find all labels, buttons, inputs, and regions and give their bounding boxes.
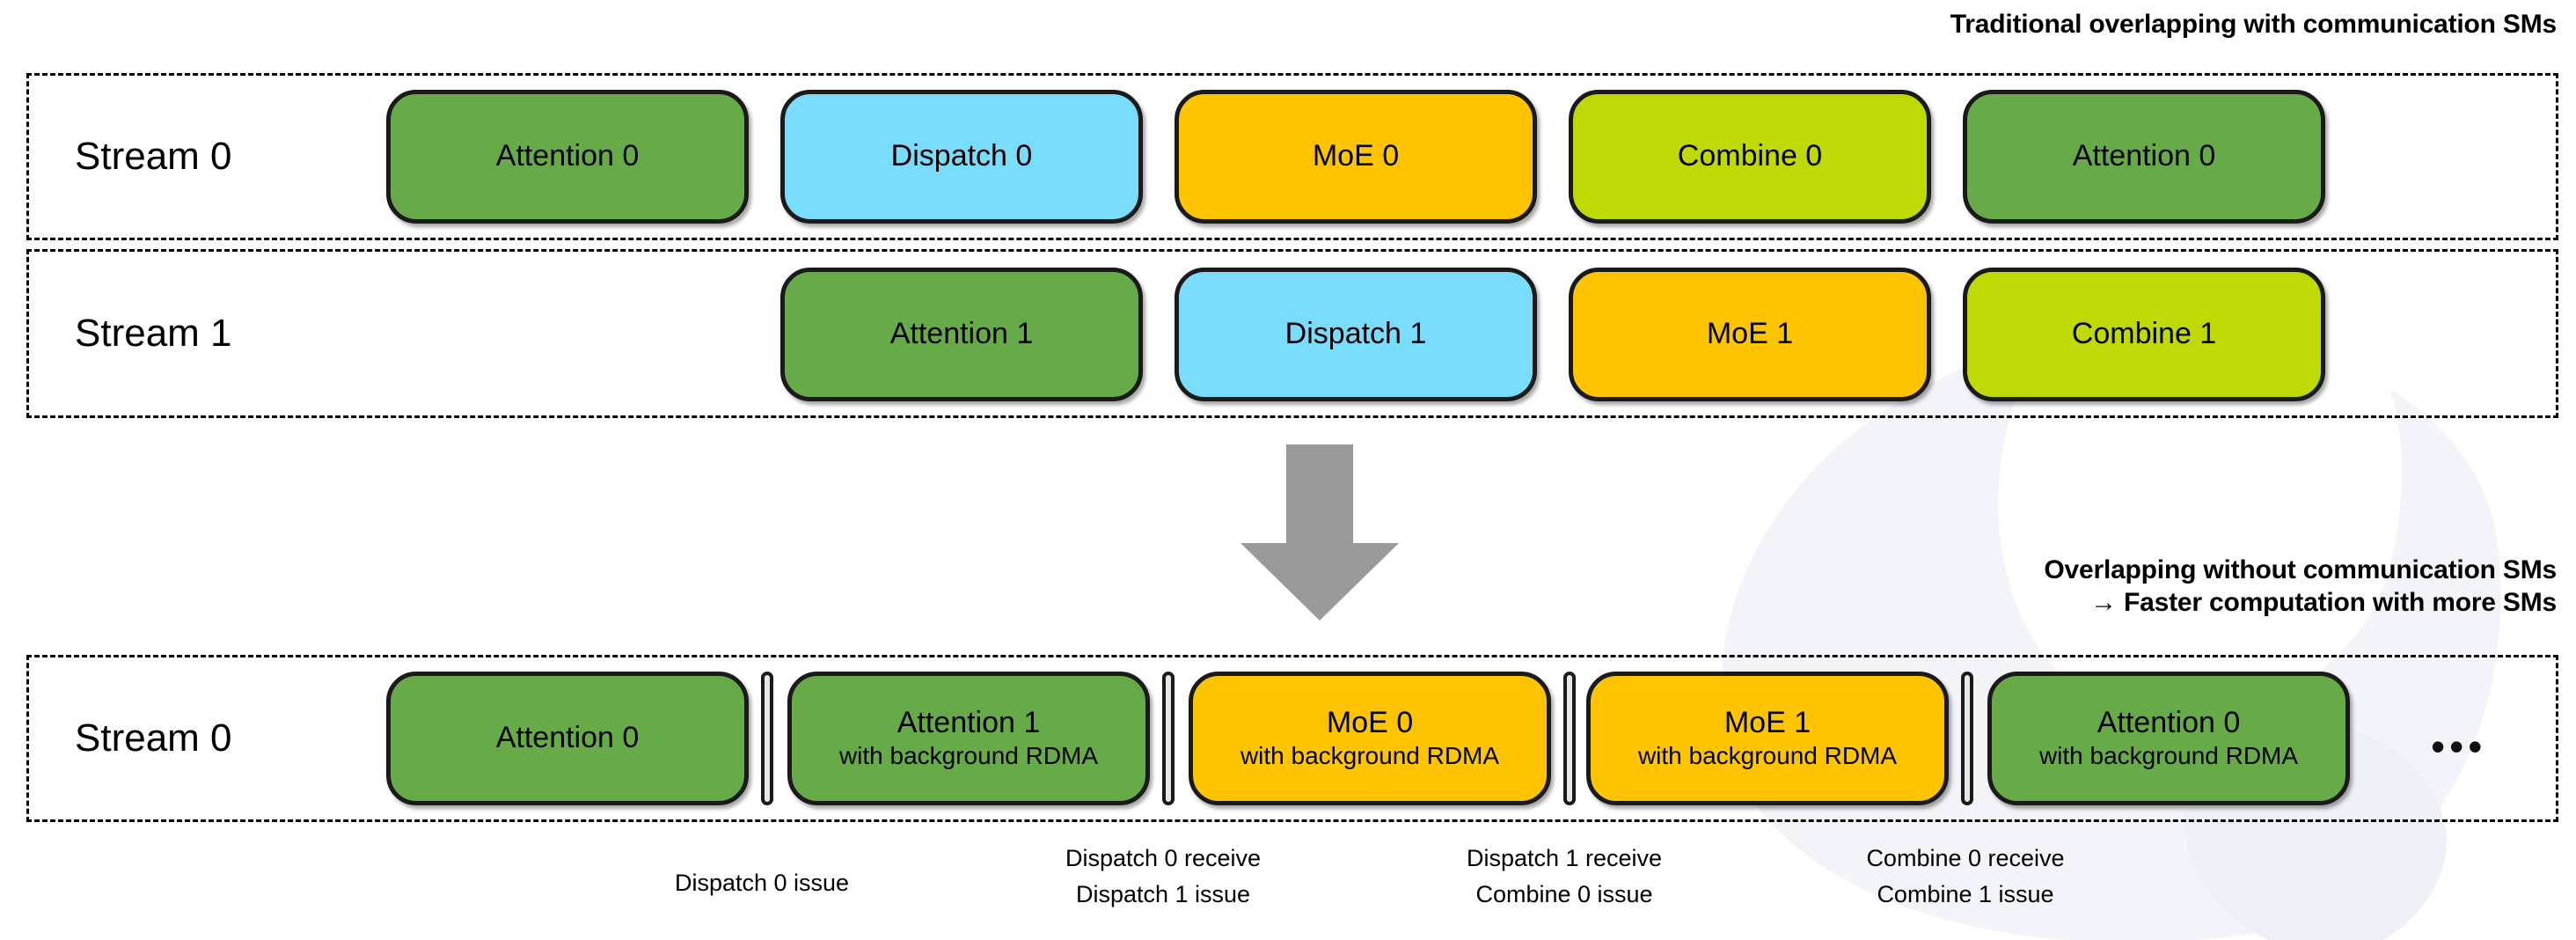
improved-box-3[interactable]: MoE 1 with background RDMA bbox=[1586, 672, 1949, 805]
caption-improved-line-2: → Faster computation with more SMs bbox=[2090, 587, 2557, 617]
traditional-r0-box-1-label: Dispatch 0 bbox=[890, 139, 1033, 173]
improved-box-2[interactable]: MoE 0 with background RDMA bbox=[1189, 672, 1551, 805]
improved-box-1[interactable]: Attention 1 with background RDMA bbox=[787, 672, 1150, 805]
traditional-r0-box-3-label: Combine 0 bbox=[1677, 139, 1823, 173]
stream-row-improved-0: Stream 0 Attention 0 Attention 1 with back… bbox=[26, 655, 2558, 822]
traditional-r0-box-0[interactable]: Attention 0 bbox=[386, 90, 749, 224]
improved-box-4[interactable]: Attention 0 with background RDMA bbox=[1987, 672, 2350, 805]
improved-separator-1 bbox=[1162, 672, 1175, 805]
traditional-r1-box-0[interactable]: Attention 1 bbox=[780, 268, 1143, 401]
traditional-r0-box-2-label: MoE 0 bbox=[1312, 139, 1400, 173]
traditional-r0-box-4[interactable]: Attention 0 bbox=[1963, 90, 2325, 224]
improved-note-2-line-2: Combine 0 issue bbox=[1475, 880, 1653, 907]
stream-row-traditional-0: Stream 0 Attention 0 Dispatch 0 MoE 0 Combi… bbox=[26, 73, 2558, 240]
stream-label-improved-0: Stream 0 bbox=[75, 716, 232, 760]
improved-box-0[interactable]: Attention 0 bbox=[386, 672, 749, 805]
improved-box-2-label: MoE 0 bbox=[1326, 705, 1414, 739]
improved-box-3-label: MoE 1 bbox=[1723, 705, 1811, 739]
caption-improved-line-1: Overlapping without communication SMs bbox=[2044, 555, 2557, 584]
traditional-r1-box-3[interactable]: Combine 1 bbox=[1963, 268, 2325, 401]
improved-note-1-line-1: Dispatch 0 receive bbox=[1065, 845, 1262, 871]
traditional-r0-box-4-label: Attention 0 bbox=[2072, 139, 2216, 173]
improved-note-0: Dispatch 0 issue bbox=[675, 865, 849, 901]
stream-label-0: Stream 0 bbox=[75, 135, 232, 178]
traditional-r1-box-2-label: MoE 1 bbox=[1706, 317, 1794, 351]
improved-box-1-sublabel: with background RDMA bbox=[838, 742, 1099, 770]
down-arrow-icon bbox=[1240, 444, 1399, 621]
improved-box-1-label: Attention 1 bbox=[896, 705, 1041, 739]
traditional-r1-box-1[interactable]: Dispatch 1 bbox=[1175, 268, 1537, 401]
traditional-r1-box-3-label: Combine 1 bbox=[2071, 317, 2217, 351]
traditional-r1-box-1-label: Dispatch 1 bbox=[1284, 317, 1427, 351]
improved-note-2-line-1: Dispatch 1 receive bbox=[1466, 845, 1663, 871]
improved-note-3-line-2: Combine 1 issue bbox=[1877, 880, 2054, 907]
stream-label-1: Stream 1 bbox=[75, 312, 232, 355]
improved-separator-2 bbox=[1563, 672, 1576, 805]
improved-separator-3 bbox=[1961, 672, 1973, 805]
traditional-r0-box-2[interactable]: MoE 0 bbox=[1175, 90, 1537, 224]
traditional-r1-box-2[interactable]: MoE 1 bbox=[1569, 268, 1931, 401]
improved-note-1-line-2: Dispatch 1 issue bbox=[1075, 880, 1251, 907]
traditional-r1-box-0-label: Attention 1 bbox=[889, 317, 1034, 351]
improved-note-3-line-1: Combine 0 receive bbox=[1866, 845, 2065, 871]
traditional-r0-box-1[interactable]: Dispatch 0 bbox=[780, 90, 1143, 224]
stream-row-traditional-1: Stream 1 Attention 1 Dispatch 1 MoE 1 Combi… bbox=[26, 249, 2558, 418]
traditional-r0-box-3[interactable]: Combine 0 bbox=[1569, 90, 1931, 224]
improved-note-0-line-1: Dispatch 0 issue bbox=[674, 870, 850, 896]
traditional-r0-box-0-label: Attention 0 bbox=[495, 139, 640, 173]
improved-box-4-sublabel: with background RDMA bbox=[2038, 742, 2299, 770]
improved-box-2-sublabel: with background RDMA bbox=[1240, 742, 1500, 770]
ellipsis-continuation: ••• bbox=[2431, 723, 2487, 769]
caption-traditional: Traditional overlapping with communicati… bbox=[1950, 10, 2557, 39]
improved-box-4-label: Attention 0 bbox=[2097, 705, 2241, 739]
improved-box-3-sublabel: with background RDMA bbox=[1637, 742, 1898, 770]
improved-separator-0 bbox=[761, 672, 773, 805]
caption-improved: Overlapping without communication SMs → … bbox=[2044, 554, 2557, 619]
improved-box-0-label: Attention 0 bbox=[495, 721, 640, 755]
